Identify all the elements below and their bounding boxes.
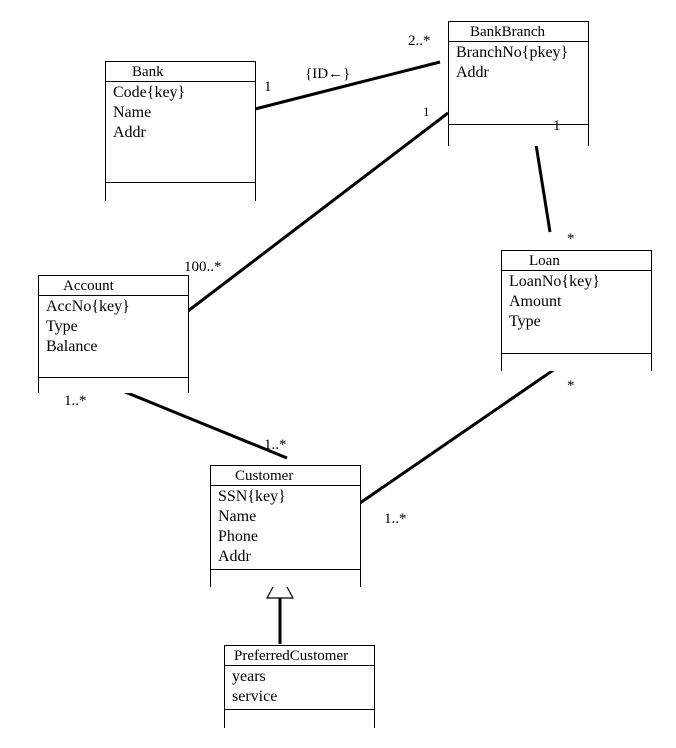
- association-qualifier-label: {ID←}: [305, 66, 351, 82]
- multiplicity-branch-end-account: 1: [423, 104, 430, 119]
- class-bankbranch: BankBranch BranchNo{pkey} Addr: [448, 21, 589, 146]
- multiplicity-account-end-customer: 1..*: [64, 393, 87, 409]
- class-attributes: LoanNo{key} Amount Type: [502, 271, 651, 354]
- attribute: Addr: [218, 548, 251, 565]
- attribute: Balance: [46, 338, 98, 355]
- multiplicity-customer-end-account: 1..*: [264, 437, 287, 453]
- class-name: Loan: [502, 251, 651, 271]
- class-attributes: AccNo{key} Type Balance: [39, 296, 188, 378]
- multiplicity-loan-end-customer: *: [567, 378, 575, 394]
- association-account-customer: [107, 383, 288, 460]
- attribute: Name: [218, 508, 257, 525]
- multiplicity-account-end: 100..*: [184, 259, 222, 275]
- class-operations: [449, 125, 588, 146]
- multiplicity-customer-end-loan: 1..*: [384, 511, 407, 527]
- attribute: AccNo{key}: [46, 298, 130, 315]
- class-operations: [225, 710, 374, 728]
- association-bank-bankbranch: [254, 60, 441, 111]
- attribute: Phone: [218, 528, 258, 545]
- class-operations: [106, 183, 255, 201]
- class-name: Customer: [211, 466, 360, 486]
- class-name: Bank: [106, 62, 255, 82]
- attribute: SSN{key}: [218, 488, 286, 505]
- attribute: Type: [46, 318, 78, 335]
- multiplicity-bank-end: 1: [264, 79, 272, 95]
- attribute: LoanNo{key}: [509, 273, 600, 290]
- attribute: years: [232, 668, 266, 685]
- attribute: Addr: [113, 124, 146, 141]
- attribute: Type: [509, 313, 541, 330]
- class-bank: Bank Code{key} Name Addr: [105, 61, 256, 201]
- class-attributes: years service: [225, 666, 374, 710]
- class-operations: [502, 354, 651, 371]
- multiplicity-loan-end-branch: *: [567, 231, 575, 247]
- class-operations: [39, 378, 188, 393]
- class-preferredcustomer: PreferredCustomer years service: [224, 645, 375, 728]
- multiplicity-branch-end-loan: 1: [553, 118, 561, 134]
- attribute: service: [232, 688, 278, 705]
- class-name: PreferredCustomer: [225, 646, 374, 666]
- attribute: Name: [113, 104, 152, 121]
- class-loan: Loan LoanNo{key} Amount Type: [501, 250, 652, 371]
- association-loan-customer: [359, 358, 569, 505]
- class-attributes: SSN{key} Name Phone Addr: [211, 486, 360, 570]
- class-customer: Customer SSN{key} Name Phone Addr: [210, 465, 361, 587]
- attribute: Addr: [456, 64, 489, 81]
- class-operations: [211, 570, 360, 587]
- multiplicity-branch-end-bank: 2..*: [408, 33, 431, 49]
- class-attributes: Code{key} Name Addr: [106, 82, 255, 183]
- attribute: Code{key}: [113, 84, 186, 101]
- class-account: Account AccNo{key} Type Balance: [38, 275, 189, 393]
- association-bankbranch-account: [187, 111, 449, 313]
- attribute: Amount: [509, 293, 562, 310]
- class-attributes: BranchNo{pkey} Addr: [449, 42, 588, 125]
- class-name: BankBranch: [449, 22, 588, 42]
- attribute: BranchNo{pkey}: [456, 44, 569, 61]
- class-name: Account: [39, 276, 188, 296]
